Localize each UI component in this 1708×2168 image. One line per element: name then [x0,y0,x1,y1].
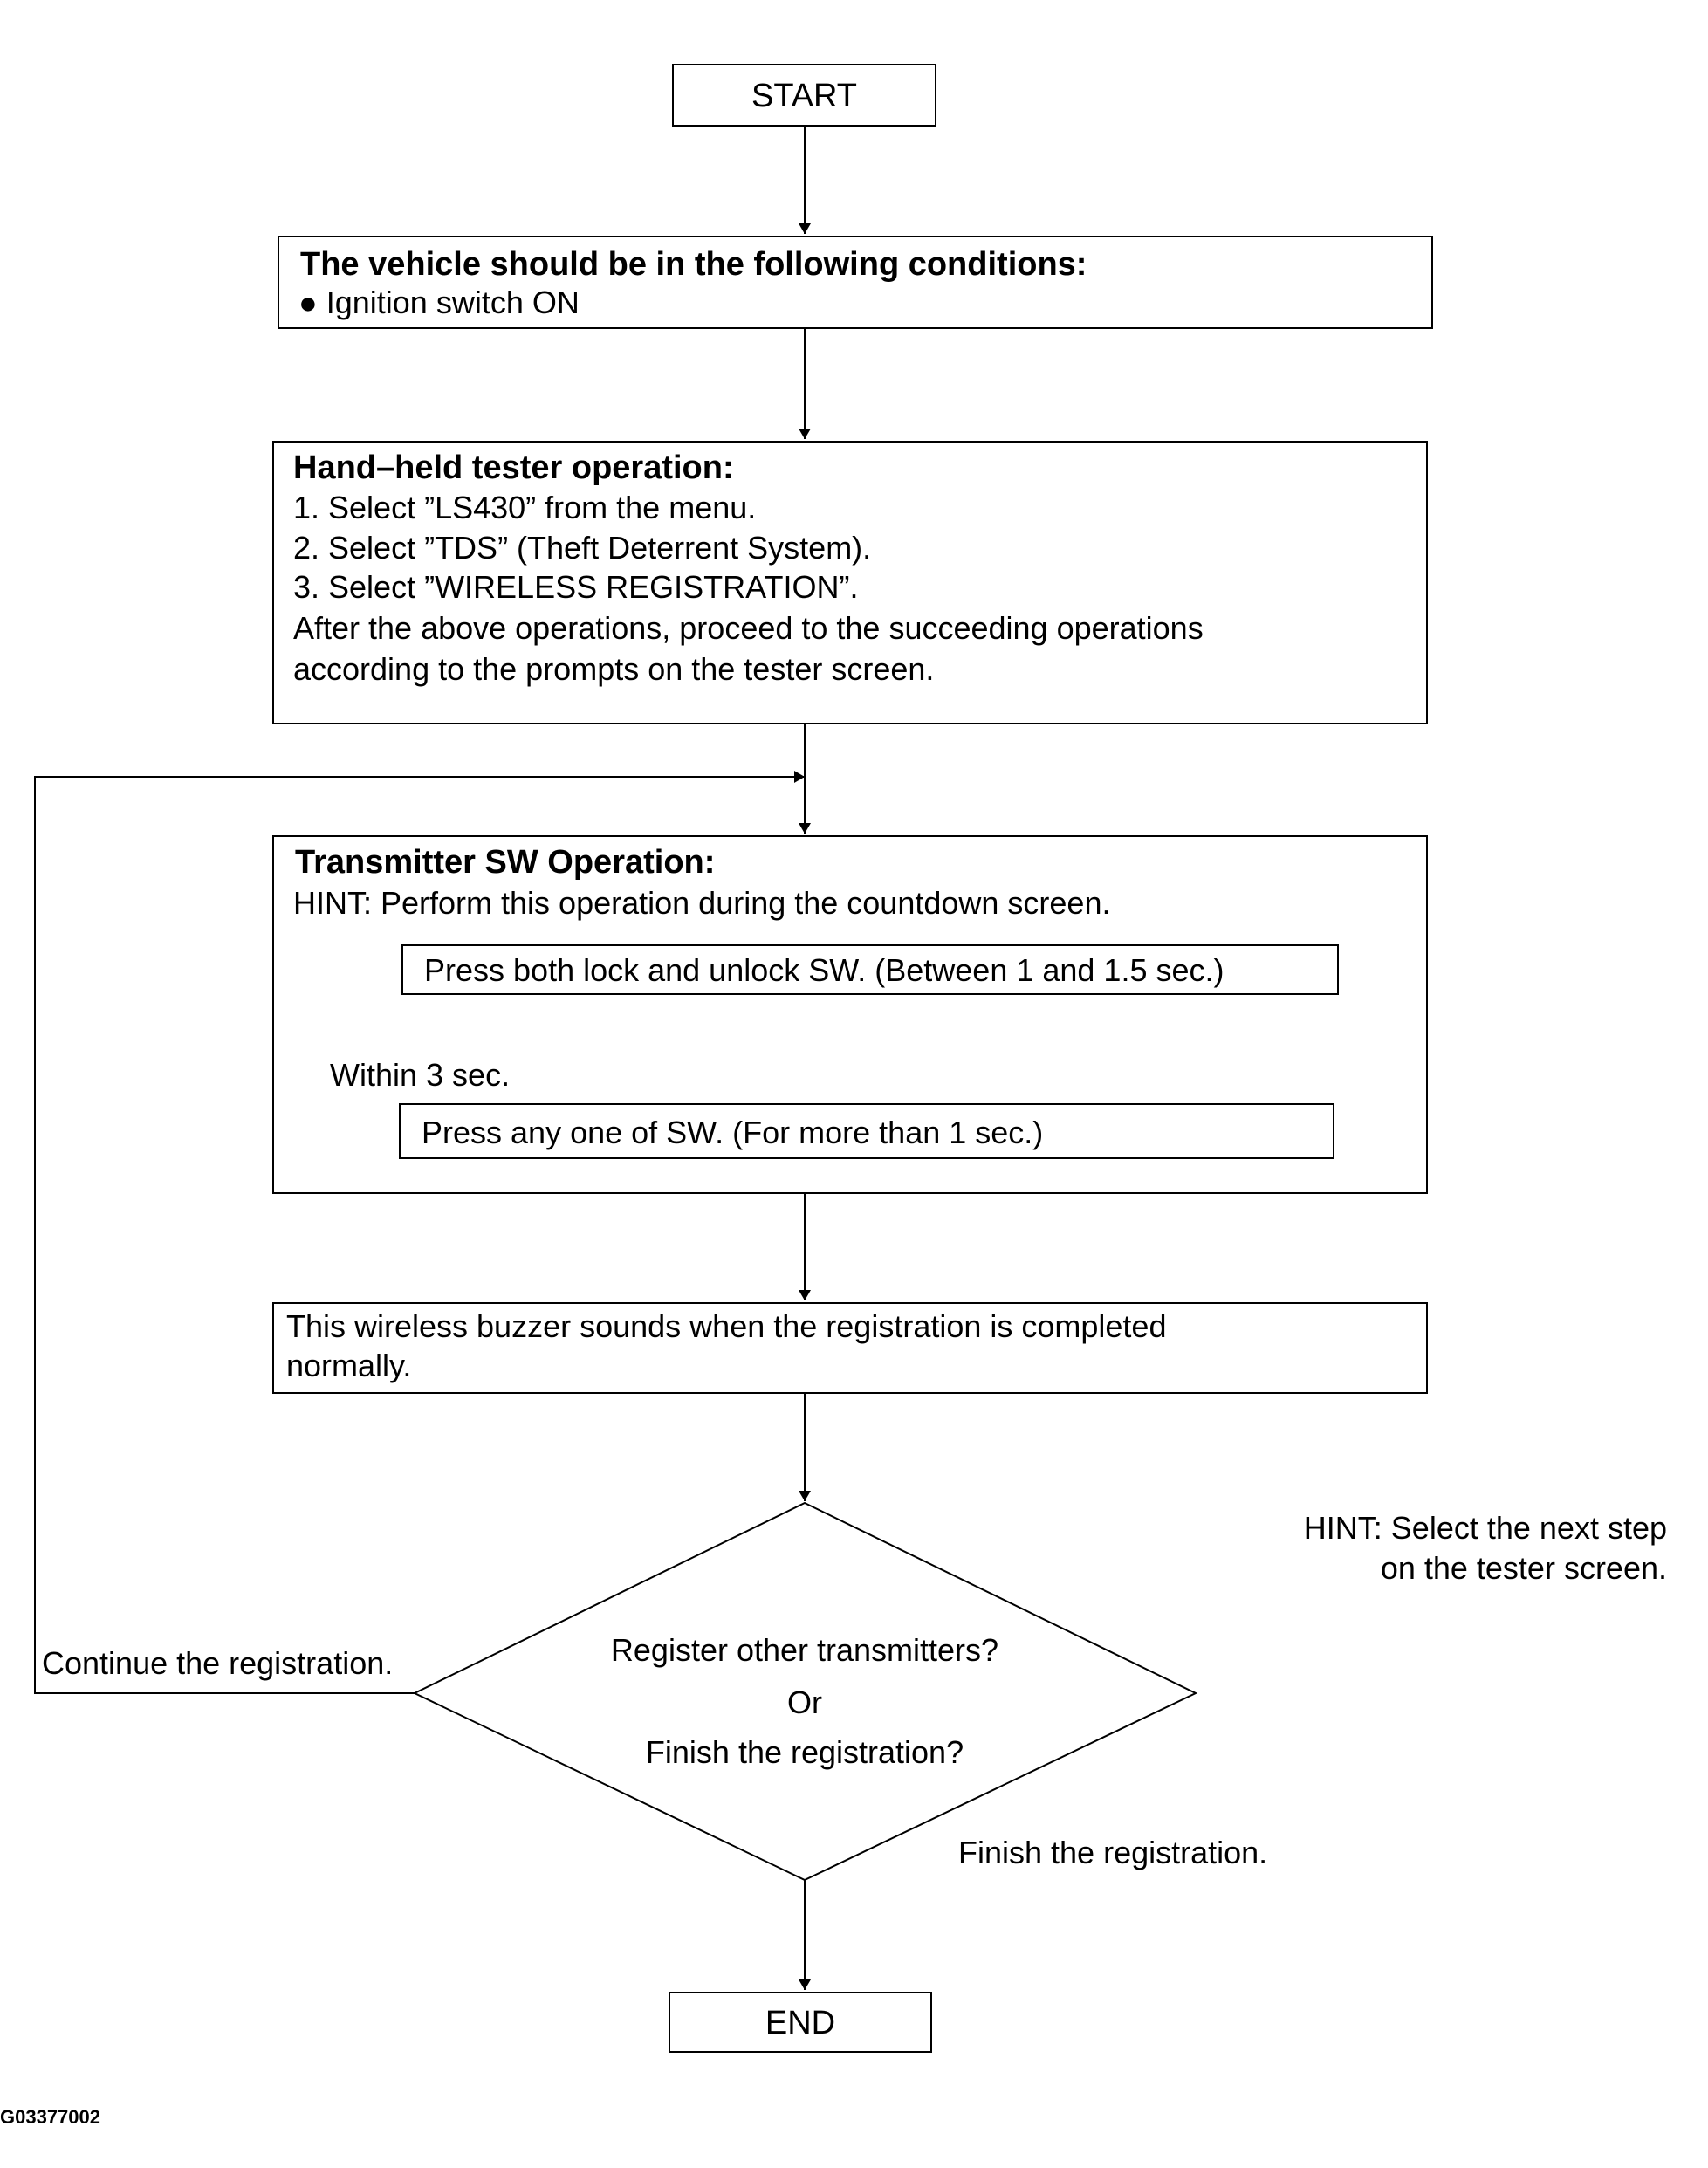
conditions-item: ● Ignition switch ON [298,285,580,320]
decision-diamond [412,1501,1198,1882]
loop-back-line [34,771,805,1694]
finish-label: Finish the registration. [958,1835,1268,1870]
conditions-title: The vehicle should be in the following c… [300,246,1087,283]
end-box: END [669,1992,932,2053]
buzzer-line-2: normally. [286,1348,412,1383]
side-hint-line-1: HINT: Select the next step [1303,1510,1667,1546]
step2-box: Press any one of SW. (For more than 1 se… [399,1103,1334,1159]
step2-label: Press any one of SW. (For more than 1 se… [422,1115,1044,1150]
decision-line-2: Or [787,1684,822,1720]
continue-label: Continue the registration. [42,1645,394,1681]
step1-label: Press both lock and unlock SW. (Between … [424,952,1224,988]
start-box: START [672,64,936,127]
start-label: START [751,78,858,114]
tester-line-4: After the above operations, proceed to t… [293,610,1204,646]
tester-operation-box: Hand–held tester operation: 1. Select ”L… [272,441,1428,724]
conditions-box: The vehicle should be in the following c… [278,236,1433,329]
transmitter-hint: HINT: Perform this operation during the … [293,885,1111,921]
buzzer-line-1: This wireless buzzer sounds when the reg… [286,1308,1167,1344]
tester-line-3: 3. Select ”WIRELESS REGISTRATION”. [293,569,859,605]
decision-line-1: Register other transmitters? [610,1632,999,1668]
step1-box: Press both lock and unlock SW. (Between … [401,944,1339,995]
side-hint-line-2: on the tester screen. [1380,1550,1667,1586]
buzzer-box: This wireless buzzer sounds when the reg… [272,1302,1428,1394]
decision-line-3: Finish the registration? [645,1734,964,1770]
figure-code: G03377002 [0,2106,100,2128]
end-label: END [765,2005,836,2041]
tester-line-2: 2. Select ”TDS” (Theft Deterrent System)… [293,530,872,566]
interval-label: Within 3 sec. [330,1057,511,1093]
tester-title: Hand–held tester operation: [293,449,734,486]
transmitter-title: Transmitter SW Operation: [295,844,716,881]
tester-line-1: 1. Select ”LS430” from the menu. [293,490,757,525]
tester-line-5: according to the prompts on the tester s… [293,651,935,687]
